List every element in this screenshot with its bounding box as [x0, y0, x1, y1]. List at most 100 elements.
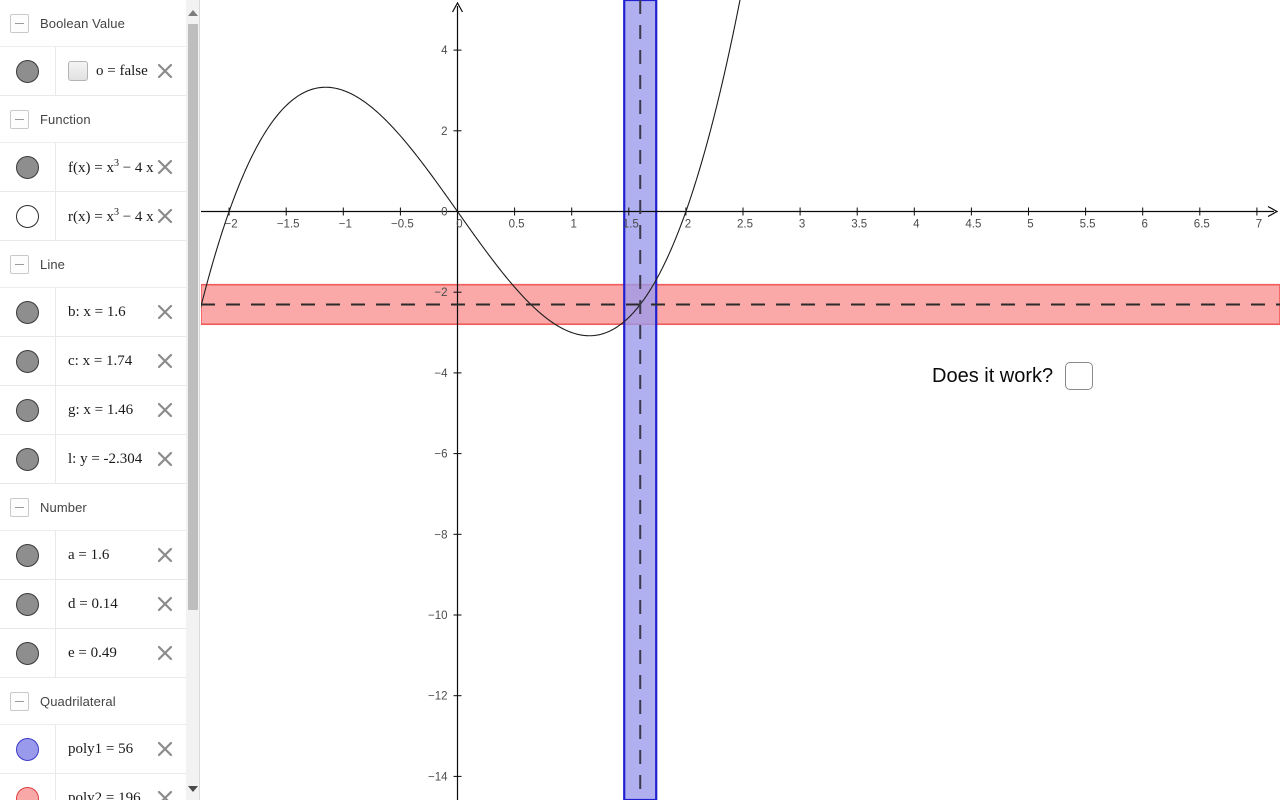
- algebra-row-label: e = 0.49: [68, 644, 117, 661]
- object-color-marble[interactable]: [16, 398, 39, 422]
- algebra-row[interactable]: e = 0.49: [0, 629, 186, 678]
- close-icon[interactable]: [156, 207, 174, 225]
- close-icon[interactable]: [156, 303, 174, 321]
- minus-icon[interactable]: [10, 13, 29, 33]
- close-icon[interactable]: [156, 62, 174, 80]
- object-color-marble[interactable]: [16, 786, 39, 800]
- close-icon[interactable]: [156, 401, 174, 419]
- x-tick-label: 0.5: [509, 219, 525, 231]
- section-header-function: Function: [0, 96, 186, 143]
- function-curve[interactable]: [201, 0, 800, 337]
- close-icon[interactable]: [156, 158, 174, 176]
- y-tick-label: −8: [434, 529, 447, 541]
- section-header-quadrilateral: Quadrilateral: [0, 678, 186, 725]
- algebra-row[interactable]: d = 0.14: [0, 580, 186, 629]
- algebra-row-label: l: y = -2.304: [68, 450, 143, 467]
- does-it-work-checkbox[interactable]: [1065, 362, 1094, 390]
- x-tick-label: 3.5: [851, 219, 867, 231]
- triangle-up-icon[interactable]: [188, 10, 198, 16]
- visibility-toggle[interactable]: [0, 725, 56, 773]
- algebra-row-label: c: x = 1.74: [68, 352, 133, 369]
- algebra-row[interactable]: c: x = 1.74: [0, 337, 186, 386]
- object-color-marble[interactable]: [16, 592, 39, 616]
- algebra-row[interactable]: b: x = 1.6: [0, 288, 186, 337]
- boolean-checkbox[interactable]: [68, 61, 88, 81]
- x-tick-label: 6: [1141, 219, 1147, 231]
- x-axis-arrow: [1267, 205, 1279, 218]
- visibility-toggle[interactable]: [0, 143, 56, 191]
- algebra-row[interactable]: r(x) = x3 − 4 x: [0, 192, 186, 241]
- algebra-row[interactable]: a = 1.6: [0, 531, 186, 580]
- x-tick-label: −0.5: [391, 219, 414, 231]
- visibility-toggle[interactable]: [0, 774, 56, 800]
- x-tick-label: −1: [339, 219, 352, 231]
- algebra-row-label: a = 1.6: [68, 546, 110, 563]
- x-tick-label: 2: [685, 219, 691, 231]
- algebra-row-label: o = false: [96, 62, 148, 79]
- visibility-toggle[interactable]: [0, 435, 56, 483]
- algebra-row-label: poly1 = 56: [68, 740, 134, 757]
- algebra-row[interactable]: poly2 = 196: [0, 774, 186, 800]
- object-color-marble[interactable]: [16, 737, 39, 761]
- y-tick-label: −6: [434, 449, 447, 461]
- x-tick-label: 6.5: [1194, 219, 1210, 231]
- object-color-marble[interactable]: [16, 204, 39, 228]
- algebra-row-label: b: x = 1.6: [68, 303, 126, 320]
- y-tick-label: −14: [428, 771, 448, 783]
- object-color-marble[interactable]: [16, 59, 39, 83]
- algebra-row[interactable]: l: y = -2.304: [0, 435, 186, 484]
- x-tick-label: 4.5: [965, 219, 981, 231]
- minus-icon[interactable]: [10, 109, 29, 129]
- scrollbar-thumb[interactable]: [188, 24, 198, 610]
- minus-icon[interactable]: [10, 497, 29, 517]
- y-tick-label: −12: [428, 691, 448, 703]
- section-title: Boolean Value: [40, 15, 125, 31]
- x-tick-label: 1.5: [623, 219, 639, 231]
- object-color-marble[interactable]: [16, 447, 39, 471]
- visibility-toggle[interactable]: [0, 47, 56, 95]
- y-tick-label: 0: [441, 207, 447, 219]
- algebra-row[interactable]: g: x = 1.46: [0, 386, 186, 435]
- close-icon[interactable]: [156, 352, 174, 370]
- section-title: Function: [40, 111, 91, 127]
- algebra-row-label: r(x) = x3 − 4 x: [68, 206, 154, 225]
- x-tick-label: −2: [225, 219, 238, 231]
- triangle-down-icon[interactable]: [188, 786, 198, 792]
- does-it-work-widget[interactable]: Does it work?: [932, 362, 1094, 390]
- object-color-marble[interactable]: [16, 349, 39, 373]
- minus-icon[interactable]: [10, 254, 29, 274]
- x-tick-label: 1: [570, 219, 576, 231]
- object-color-marble[interactable]: [16, 641, 39, 665]
- minus-icon[interactable]: [10, 691, 29, 711]
- close-icon[interactable]: [156, 450, 174, 468]
- visibility-toggle[interactable]: [0, 580, 56, 628]
- sidebar-scrollbar[interactable]: [186, 0, 200, 800]
- close-icon[interactable]: [156, 789, 174, 800]
- algebra-row[interactable]: poly1 = 56: [0, 725, 186, 774]
- visibility-toggle[interactable]: [0, 386, 56, 434]
- visibility-toggle[interactable]: [0, 337, 56, 385]
- object-color-marble[interactable]: [16, 300, 39, 324]
- algebra-row-label: f(x) = x3 − 4 x: [68, 157, 154, 176]
- object-color-marble[interactable]: [16, 155, 39, 179]
- algebra-row-label: poly2 = 196: [68, 789, 141, 800]
- visibility-toggle[interactable]: [0, 288, 56, 336]
- close-icon[interactable]: [156, 644, 174, 662]
- x-tick-label: 7: [1256, 219, 1262, 231]
- close-icon[interactable]: [156, 740, 174, 758]
- close-icon[interactable]: [156, 595, 174, 613]
- section-header-line: Line: [0, 241, 186, 288]
- y-tick-label: −4: [434, 368, 448, 380]
- visibility-toggle[interactable]: [0, 629, 56, 677]
- visibility-toggle[interactable]: [0, 192, 56, 240]
- algebra-row[interactable]: f(x) = x3 − 4 x: [0, 143, 186, 192]
- close-icon[interactable]: [156, 546, 174, 564]
- visibility-toggle[interactable]: [0, 531, 56, 579]
- algebra-row[interactable]: o = false: [0, 47, 186, 96]
- object-color-marble[interactable]: [16, 543, 39, 567]
- section-header-number: Number: [0, 484, 186, 531]
- y-tick-label: 2: [441, 126, 447, 138]
